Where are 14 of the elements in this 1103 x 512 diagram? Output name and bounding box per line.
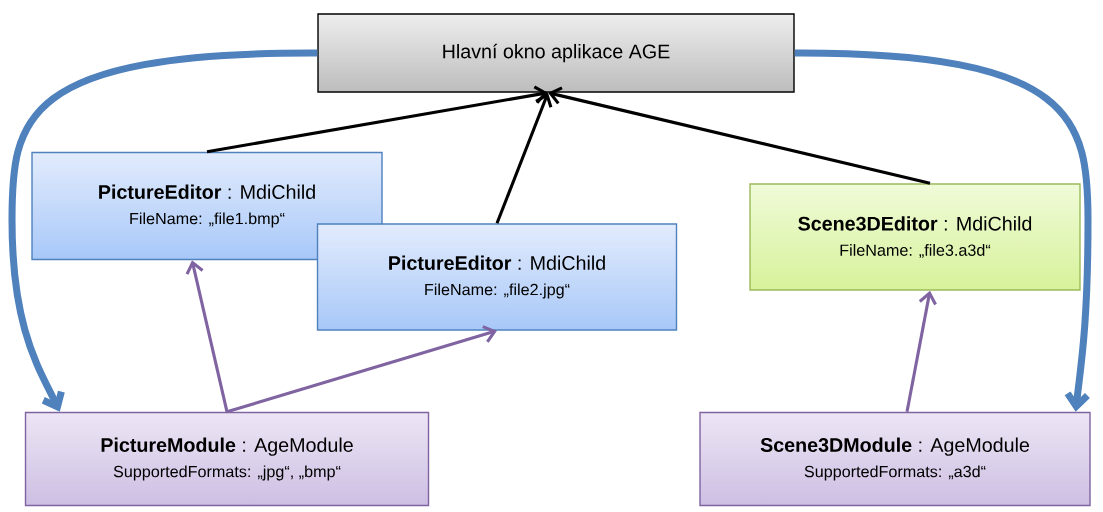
window-box: Hlavní okno aplikace AGE — [317, 13, 795, 93]
class-box: PictureEditor : MdiChild FileName: „file1.bmp“ — [31, 151, 383, 261]
arrow — [495, 92, 553, 224]
arrow — [185, 260, 229, 413]
arrow — [548, 86, 931, 185]
arrow — [794, 49, 1092, 412]
class-box: Scene3DEditor : MdiChild FileName: „file3.a3d“ — [749, 183, 1081, 291]
class-box: PictureEditor : MdiChild FileName: „file2.jpg“ — [316, 223, 678, 331]
class-box: PictureModule : AgeModule SupportedFormats: „jpg“, „bmp“ — [24, 411, 430, 507]
class-box: Scene3DModule : AgeModule SupportedFormats: „a3d“ — [699, 411, 1091, 507]
arrow — [905, 290, 937, 413]
arrow — [226, 325, 497, 414]
arrow — [8, 49, 318, 412]
arrow — [206, 85, 548, 154]
